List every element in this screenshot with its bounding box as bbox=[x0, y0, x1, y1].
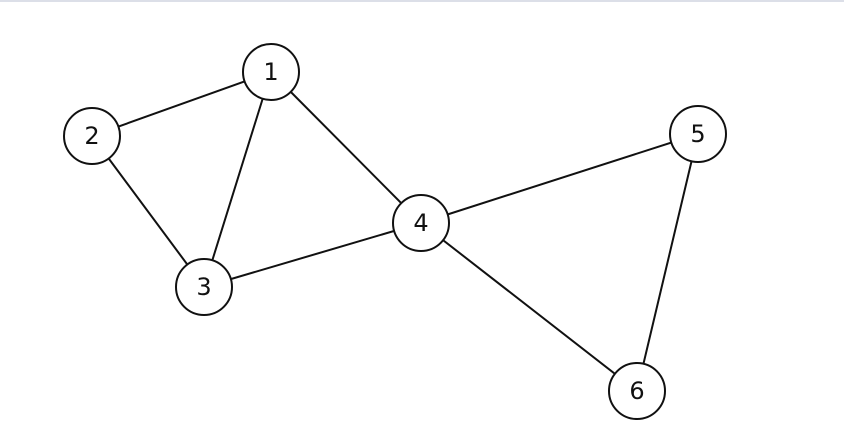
edge-4-6 bbox=[420, 222, 638, 392]
edge-4-5 bbox=[420, 133, 699, 224]
node-2: 2 bbox=[63, 107, 121, 165]
edge-1-4 bbox=[270, 71, 422, 224]
edge-2-3 bbox=[91, 135, 205, 288]
edges-layer bbox=[91, 71, 699, 392]
node-label-3: 3 bbox=[196, 273, 211, 301]
node-circle-3 bbox=[175, 258, 233, 316]
node-circle-4 bbox=[392, 194, 450, 252]
node-3: 3 bbox=[175, 258, 233, 316]
edge-5-6 bbox=[636, 133, 699, 392]
edge-1-2 bbox=[91, 71, 272, 137]
node-label-5: 5 bbox=[690, 120, 705, 148]
edge-1-3 bbox=[203, 71, 272, 288]
node-label-2: 2 bbox=[84, 122, 99, 150]
node-circle-1 bbox=[242, 43, 300, 101]
node-circle-6 bbox=[608, 362, 666, 420]
node-label-1: 1 bbox=[263, 58, 278, 86]
node-5: 5 bbox=[669, 105, 727, 163]
node-1: 1 bbox=[242, 43, 300, 101]
node-label-6: 6 bbox=[629, 377, 644, 405]
node-circle-5 bbox=[669, 105, 727, 163]
top-border bbox=[0, 0, 844, 2]
edge-3-4 bbox=[203, 222, 422, 288]
node-label-4: 4 bbox=[413, 209, 428, 237]
node-circle-2 bbox=[63, 107, 121, 165]
node-4: 4 bbox=[392, 194, 450, 252]
nodes-layer: 1 2 3 4 5 6 bbox=[63, 43, 727, 420]
node-6: 6 bbox=[608, 362, 666, 420]
